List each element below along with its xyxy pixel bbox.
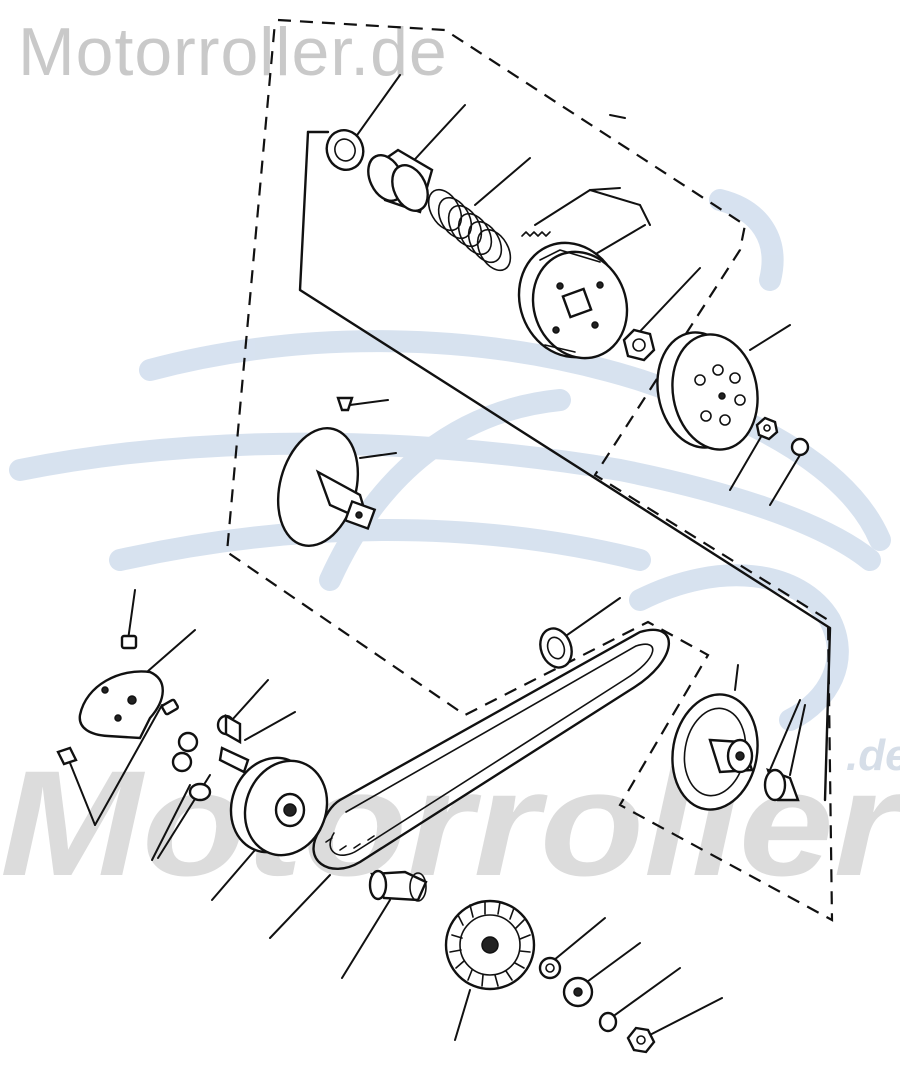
roller-weight-part <box>171 713 250 802</box>
hex-nut-part <box>622 328 656 362</box>
fan-pulley-part <box>444 899 536 991</box>
lock-nut-part <box>755 416 779 441</box>
watermark-domain-suffix: .de <box>846 731 900 780</box>
clutch-shoe-spring-part <box>521 231 551 237</box>
outline-clutch-subassembly <box>298 130 832 802</box>
starter-ratchet-part <box>562 976 594 1008</box>
collar-sleeve-part <box>367 148 434 214</box>
slider-piece-part <box>56 634 180 766</box>
ramp-plate-part <box>78 670 164 740</box>
clutch-housing-part <box>656 331 759 451</box>
watermark-text-top: Motorroller.de <box>18 14 448 90</box>
oil-seal-part <box>325 129 365 171</box>
pulley-nut-part <box>626 1026 656 1054</box>
toothed-washer-part <box>538 956 562 980</box>
variator-pulley-part <box>229 756 329 857</box>
flat-washer-part <box>598 1011 618 1033</box>
dashed-outline-clutch-group <box>225 18 834 922</box>
driven-plate-shaft-part <box>276 427 377 547</box>
drive-belt-part <box>312 628 670 871</box>
clutch-shoe-carrier-part <box>517 241 629 360</box>
compression-spring-part <box>427 188 512 272</box>
washer-part <box>790 437 810 457</box>
shaft-seal-part <box>539 627 573 669</box>
leader-lines <box>67 74 806 1041</box>
set-screw-part <box>336 396 354 412</box>
variator-boss-part <box>368 869 428 902</box>
watermark-swoosh-logo <box>9 189 891 731</box>
collar-right-part <box>763 768 800 802</box>
watermark-text-bottom: Motorroller <box>0 739 900 907</box>
driven-pulley-part <box>671 693 759 811</box>
